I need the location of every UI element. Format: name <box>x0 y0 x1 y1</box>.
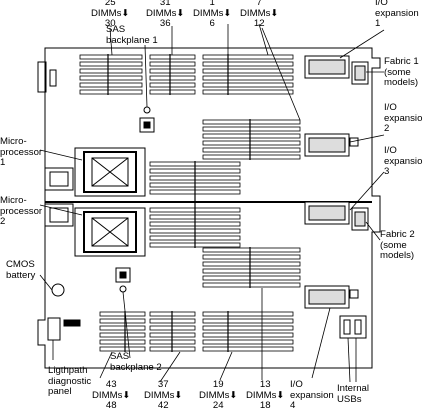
label-io-expansion-3: I/O expansion 3 <box>384 145 423 177</box>
dimm-bank-25-30 <box>79 54 143 95</box>
label-fabric-2: Fabric 2 (some models) <box>380 229 415 261</box>
label-lightpath-panel: Ligthpath diagnostic panel <box>48 365 92 397</box>
dimm-bank-43-48 <box>99 311 146 352</box>
lightpath-panel-shape <box>47 317 61 341</box>
label-io-expansion-2: I/O expansion 2 <box>384 102 423 134</box>
label-sas-backplane-1: SAS backplane 1 <box>106 24 158 46</box>
edge-connector-top <box>37 61 47 93</box>
cmos-battery-shape <box>51 283 65 297</box>
dimm-bank-1-6 <box>202 54 294 95</box>
dimm-bank-7-12 <box>202 119 301 160</box>
microprocessor-2-socket <box>74 207 146 257</box>
label-dimms-25-30: 25 DIMMs⬇ 30 <box>91 0 130 29</box>
label-fabric-1: Fabric 1 (some models) <box>384 56 419 88</box>
label-dimms-43-48: 43 DIMMs⬇ 48 <box>92 379 131 411</box>
microprocessor-1-socket <box>74 147 146 197</box>
label-internal-usbs: Internal USBs <box>337 383 369 405</box>
dimm-bank-13-18 <box>202 247 301 288</box>
label-io-expansion-1: I/O expansion 1 <box>375 0 419 29</box>
leader-lines <box>39 23 385 383</box>
dimm-bank-19-24 <box>202 311 294 352</box>
label-dimms-7-12: 7 DIMMs⬇ 12 <box>240 0 279 29</box>
label-dimms-31-36: 31 DIMMs⬇ 36 <box>146 0 185 29</box>
label-dimms-37-42: 37 DIMMs⬇ 42 <box>144 379 183 411</box>
label-microprocessor-1: Micro- processor 1 <box>0 136 43 168</box>
label-cmos-battery: CMOS battery <box>6 259 36 281</box>
label-io-expansion-4: I/O expansion 4 <box>290 379 334 411</box>
label-dimms-19-24: 19 DIMMs⬇ 24 <box>199 379 238 411</box>
label-dimms-13-18: 13 DIMMs⬇ 18 <box>246 379 285 411</box>
label-sas-backplane-2: SAS backplane 2 <box>110 351 162 373</box>
dimm-bank-31-36 <box>149 54 196 95</box>
label-dimms-1-6: 1 DIMMs⬇ 6 <box>193 0 232 29</box>
board-outline <box>37 47 381 369</box>
label-microprocessor-2: Micro- processor 2 <box>0 195 43 227</box>
